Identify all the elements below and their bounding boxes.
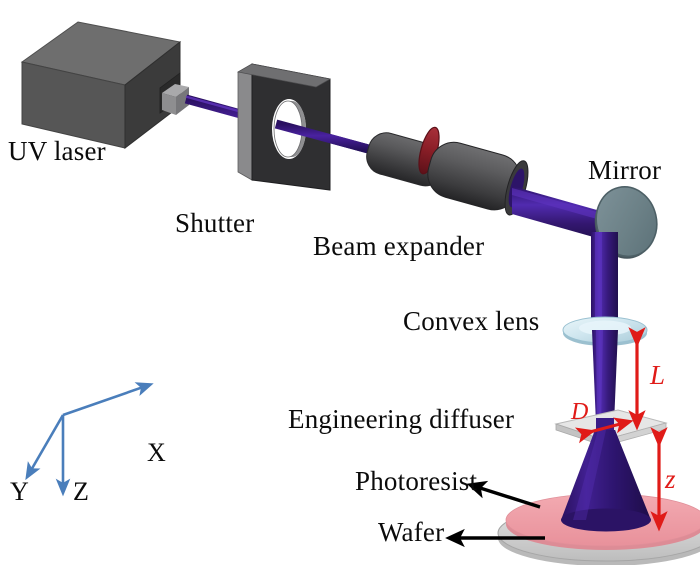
label-axis-y: Y	[10, 477, 29, 506]
label-dimension-D: D	[571, 399, 589, 425]
label-photoresist: Photoresist	[355, 466, 478, 496]
beam-segment-expander-to-mirror	[512, 186, 604, 240]
label-convex-lens: Convex lens	[403, 306, 540, 336]
photoresist-callout-arrow	[466, 480, 541, 509]
laser-output-aperture	[162, 84, 189, 115]
beam-through-shutter	[274, 119, 374, 155]
label-dimension-z: z	[665, 464, 676, 494]
label-axis-z: Z	[73, 477, 90, 506]
label-wafer: Wafer	[378, 517, 445, 547]
label-engineering-diffuser: Engineering diffuser	[288, 404, 515, 434]
label-uv-laser: UV laser	[8, 136, 106, 166]
beam-spot-on-resist	[561, 430, 651, 532]
uv-laser-body	[20, 21, 182, 150]
label-mirror: Mirror	[588, 155, 662, 185]
coordinate-axes	[25, 382, 154, 497]
label-axis-x: X	[147, 438, 166, 467]
beam-segment-lens-to-diffuser	[592, 330, 618, 424]
label-beam-expander: Beam expander	[313, 231, 485, 261]
label-shutter: Shutter	[175, 208, 255, 238]
beam-segment-mirror-to-lens	[591, 232, 618, 332]
label-dimension-L: L	[650, 360, 666, 390]
beam-expander-assembly	[366, 126, 529, 216]
dimension-D-arrow	[574, 417, 634, 444]
